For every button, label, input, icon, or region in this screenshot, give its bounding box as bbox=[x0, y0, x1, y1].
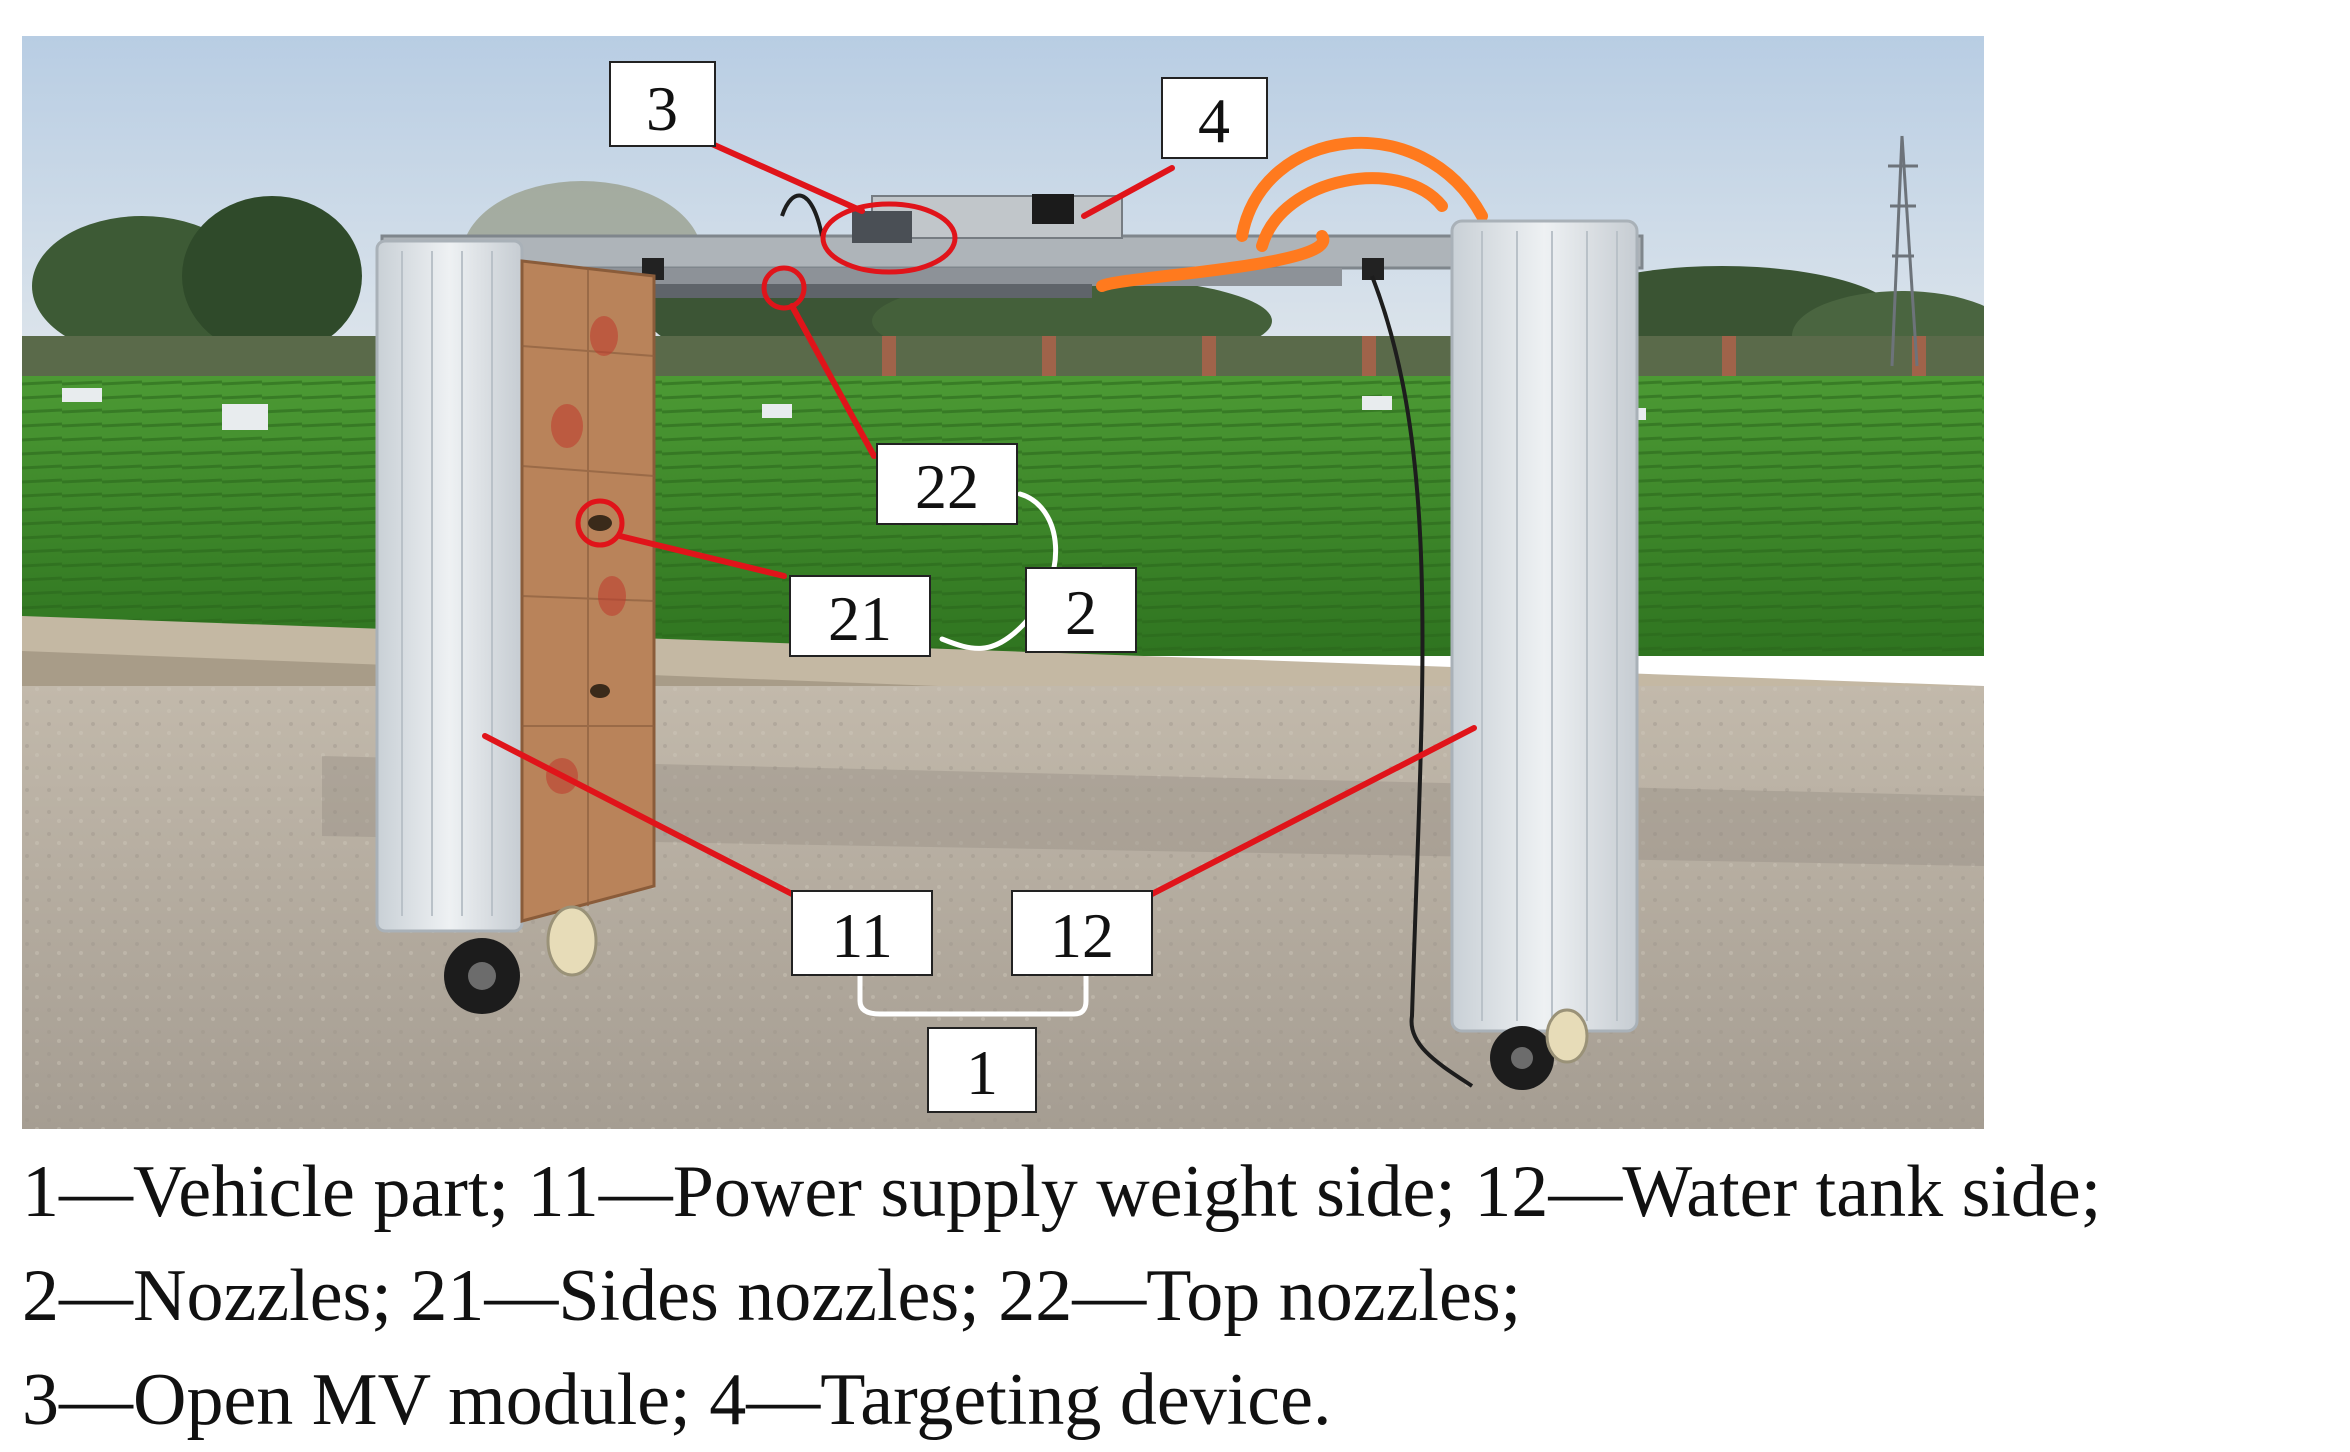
cables bbox=[780, 193, 1474, 1088]
transmission-tower bbox=[1888, 135, 1919, 367]
callout-label-12: 12 bbox=[1011, 890, 1153, 976]
callout-label-4: 4 bbox=[1161, 77, 1268, 159]
right-side-cover bbox=[1450, 219, 1639, 1033]
svg-text:2: 2 bbox=[1065, 577, 1097, 648]
svg-text:21: 21 bbox=[828, 583, 892, 654]
svg-text:11: 11 bbox=[831, 900, 893, 971]
left-side-cover bbox=[375, 239, 524, 933]
orange-hoses bbox=[1096, 136, 1488, 292]
caption-line-2: 2—Nozzles; 21—Sides nozzles; 22—Top nozz… bbox=[22, 1255, 1522, 1337]
callout-label-1: 1 bbox=[927, 1027, 1037, 1113]
cardboard-panel bbox=[520, 259, 656, 923]
caption-line-3: 3—Open MV module; 4—Targeting device. bbox=[22, 1359, 1332, 1441]
callout-label-2: 2 bbox=[1025, 567, 1137, 653]
callout-label-21: 21 bbox=[789, 575, 931, 657]
svg-text:22: 22 bbox=[915, 451, 979, 522]
caption-line-1: 1—Vehicle part; 11—Power supply weight s… bbox=[22, 1151, 2102, 1233]
svg-text:3: 3 bbox=[646, 73, 678, 144]
left-wheels bbox=[444, 905, 598, 1014]
red-highlight-circles bbox=[575, 201, 958, 548]
svg-text:1: 1 bbox=[966, 1037, 998, 1108]
right-wheels bbox=[1490, 1008, 1589, 1090]
figure-caption: 1—Vehicle part; 11—Power supply weight s… bbox=[22, 1140, 2332, 1452]
callout-lines bbox=[482, 141, 1477, 897]
vehicle-photo: 3 4 22 21 2 11 12 1 bbox=[22, 36, 1984, 1129]
top-frame bbox=[380, 194, 1644, 298]
svg-text:4: 4 bbox=[1198, 85, 1230, 156]
callout-label-22: 22 bbox=[876, 443, 1018, 525]
callout-label-11: 11 bbox=[791, 890, 933, 976]
callout-label-3: 3 bbox=[609, 61, 716, 147]
svg-text:12: 12 bbox=[1050, 900, 1114, 971]
